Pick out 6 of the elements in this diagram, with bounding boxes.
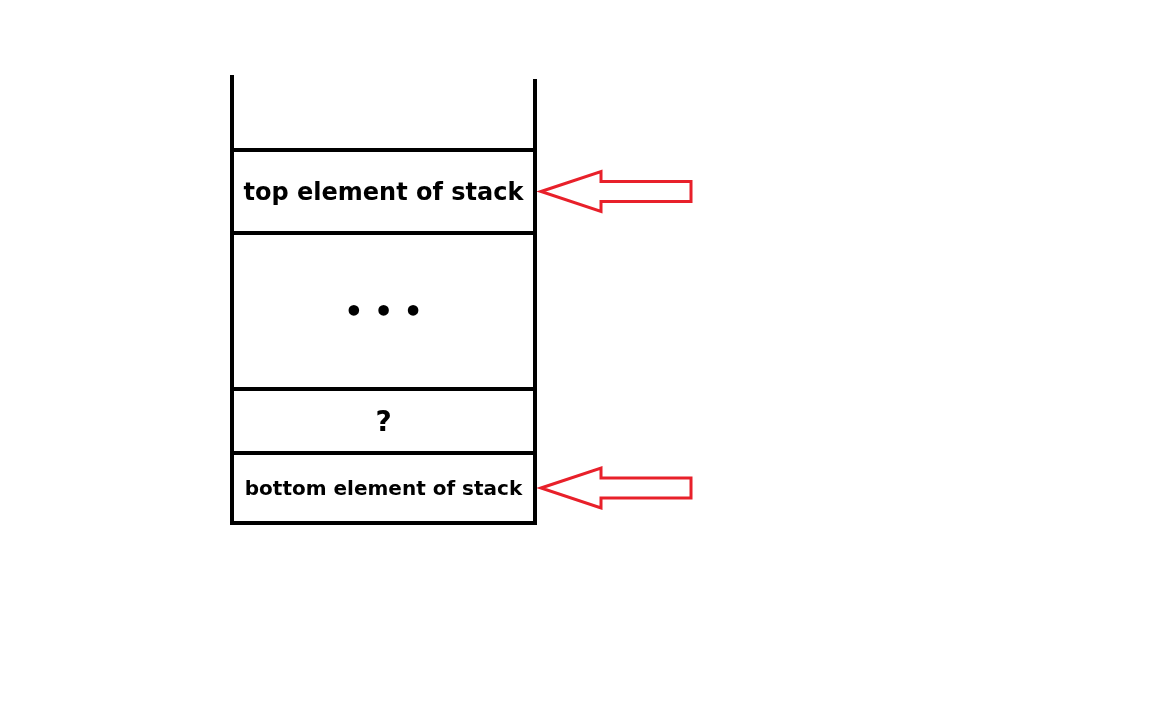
ellipsis-text: • • • [344, 293, 423, 329]
question-mark-text: ? [375, 404, 392, 438]
block-arrow [536, 169, 693, 214]
cell-label: bottom element of stack [244, 476, 523, 500]
cell-label: top element of stack [243, 177, 524, 206]
block-arrow [536, 465, 693, 511]
